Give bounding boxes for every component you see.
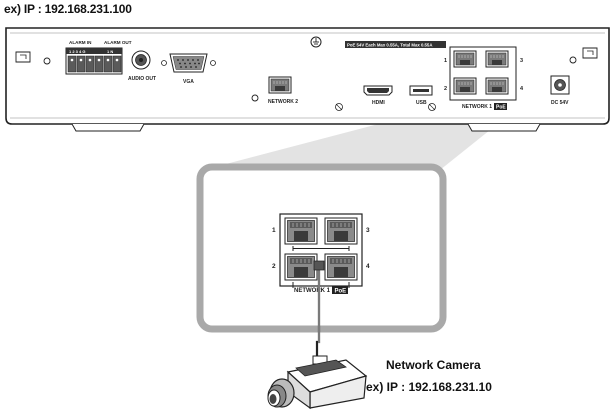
dc-label: DC 54V [551, 100, 569, 106]
zoom-poe-port-3 [324, 217, 358, 245]
zoom-port-number-4: 4 [366, 263, 370, 270]
zoom-network1-label: NETWORK 1 [294, 288, 331, 294]
vga-port [161, 53, 216, 73]
network2-label: NETWORK 2 [268, 99, 298, 105]
network2-port [268, 76, 292, 94]
zoom-port-number-1: 1 [272, 227, 276, 234]
alarm-in-pins-label: 1 2 3 4 G [69, 49, 85, 54]
usb-port [409, 85, 433, 96]
network-camera-icon [267, 355, 368, 410]
alarm-out-label: ALARM OUT [104, 40, 132, 45]
hdmi-port [363, 85, 393, 96]
vga-label: VGA [183, 79, 194, 85]
zoom-port-number-3: 3 [366, 227, 370, 234]
mount-tab-left [15, 51, 31, 63]
zoom-poe-port-1 [284, 217, 318, 245]
alarm-in-label: ALARM IN [69, 40, 92, 45]
hdmi-label: HDMI [372, 100, 385, 106]
zoom-poe-badge-label: PoE [335, 289, 347, 295]
zoom-poe-port-4 [324, 253, 358, 281]
camera-ip-label: ex) IP : 192.168.231.10 [366, 380, 492, 394]
alarm-terminal-block [65, 47, 123, 75]
poe-badge [494, 103, 507, 110]
camera-title: Network Camera [386, 358, 481, 372]
zoom-poe-switch [279, 213, 363, 288]
mount-tab-right [582, 47, 598, 59]
nvr-poe-port-2 [453, 77, 477, 95]
nvr-port-number-4: 4 [520, 86, 524, 92]
nvr-port-number-2: 2 [444, 86, 447, 92]
nvr-poe-port-1 [453, 50, 477, 68]
nvr-poe-port-3 [485, 50, 509, 68]
screw-icon [43, 57, 51, 65]
poe-spec-label: PoE 54V Each Max 0.55A, Total Max 0.55A [347, 43, 432, 48]
audio-out-label: AUDIO OUT [128, 76, 156, 82]
zoom-poe-port-2 [284, 253, 318, 281]
nvr-poe-port-4 [485, 77, 509, 95]
screw-icon [251, 94, 259, 102]
poe-spec-bar [345, 41, 446, 48]
screw-icon [569, 56, 577, 64]
zoom-poe-badge [332, 286, 348, 294]
alarm-out-pins-label: 1 N [107, 49, 113, 54]
usb-label: USB [416, 100, 427, 106]
nvr-port-number-3: 3 [520, 58, 523, 64]
nvr-rear-panel: ALARM IN 1 2 3 4 G ALARM OUT 1 N AUDIO O… [5, 27, 610, 132]
nvr-poe-switch [449, 46, 517, 101]
dc-power-port [550, 75, 570, 95]
nvr-port-number-1: 1 [444, 58, 447, 64]
nvr-ip-label: ex) IP : 192.168.231.100 [4, 2, 132, 16]
network1-label: NETWORK 1 [462, 104, 492, 110]
cable-plug [313, 260, 325, 271]
zoom-port-number-2: 2 [272, 263, 276, 270]
poe-badge-label: PoE [496, 105, 506, 111]
audio-out-port [131, 50, 151, 70]
